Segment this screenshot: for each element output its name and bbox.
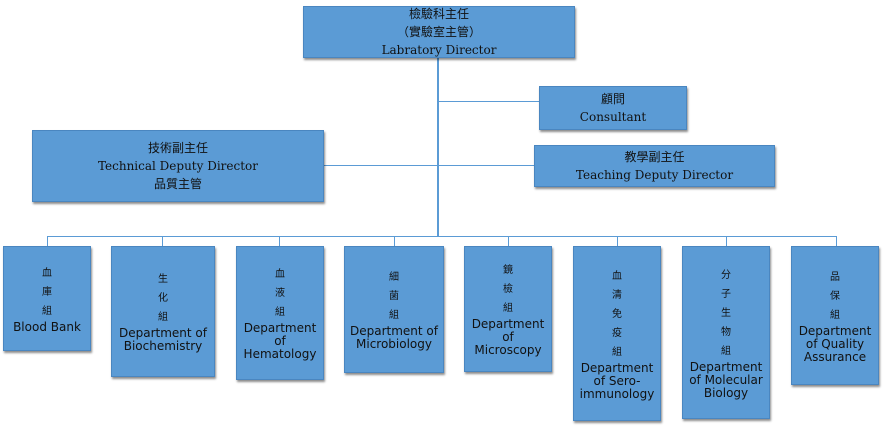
dept-en-line: Microscopy: [474, 343, 542, 357]
dept-connector-4: [394, 236, 395, 246]
director-title-zh: 檢驗科主任: [408, 7, 469, 21]
dept-zh-line: 組: [389, 310, 399, 321]
dept-zh-line: 組: [275, 307, 285, 318]
dept-zh-line: 血: [612, 270, 622, 282]
dept-zh-line: 血: [275, 269, 285, 280]
dept-zh-line: 免: [612, 308, 622, 320]
dept-en-line: of Sero-: [593, 373, 641, 388]
dept-en-line: of Quality: [805, 336, 865, 351]
director-subtitle-zh: （實驗室主管）: [396, 25, 481, 39]
dept-en-line: Department of: [350, 324, 438, 338]
director-title-en: Labratory Director: [381, 43, 497, 57]
dept-connector-3: [279, 236, 280, 246]
dept-box-microscopy: 鏡 檢 組 Department of Microscopy: [464, 246, 552, 372]
dept-zh-line: 生: [721, 307, 731, 319]
dept-zh-line: 細: [389, 272, 399, 283]
dept-zh-line: 組: [612, 346, 622, 358]
dept-zh-line: 組: [158, 312, 168, 323]
dept-box-blood-bank: 血 庫 組 Blood Bank: [3, 246, 91, 351]
technical-deputy-subtitle-zh: 品質主管: [153, 177, 202, 191]
consultant-title-zh: 顧問: [600, 92, 625, 106]
dept-zh-line: 液: [275, 288, 285, 299]
technical-deputy-connector: [324, 165, 438, 166]
dept-en-line: Department: [471, 317, 545, 331]
dept-en-line: of: [502, 330, 514, 344]
dept-zh-line: 疫: [612, 327, 622, 339]
dept-en-line: Department: [243, 321, 317, 335]
dept-zh-line: 生: [158, 274, 168, 285]
dept-zh-line: 保: [830, 290, 840, 302]
dept-en-line: Hematology: [243, 347, 317, 361]
director-box: 檢驗科主任 （實驗室主管） Labratory Director: [303, 6, 575, 58]
dept-zh-line: 分: [721, 269, 731, 281]
dept-zh-line: 組: [830, 309, 840, 321]
dept-box-molecular-biology: 分 子 生 物 組 Department of Molecular Biolog…: [682, 246, 770, 419]
dept-connector-8: [836, 236, 837, 246]
dept-en-line: Department: [580, 360, 654, 375]
dept-zh-line: 庫: [42, 286, 52, 298]
technical-deputy-title-en: Technical Deputy Director: [97, 159, 259, 173]
dept-zh-line: 菌: [389, 291, 399, 302]
dept-zh-line: 品: [830, 271, 840, 283]
dept-box-hematology: 血 液 組 Department of Hematology: [236, 246, 324, 380]
dept-zh-line: 組: [503, 303, 513, 314]
dept-en-line: Department of: [119, 326, 207, 340]
dept-en-line: of: [274, 334, 286, 348]
dept-connector-1: [47, 236, 48, 246]
consultant-connector: [438, 101, 539, 102]
dept-connector-5: [508, 236, 509, 246]
technical-deputy-title-zh: 技術副主任: [147, 141, 208, 155]
dept-en-line: Microbiology: [356, 337, 432, 351]
dept-en-line: Department: [798, 323, 872, 338]
dept-zh-line: 血: [42, 267, 52, 279]
consultant-title-en: Consultant: [579, 110, 647, 124]
dept-box-biochemistry: 生 化 組 Department of Biochemistry: [111, 246, 215, 377]
dept-connector-2: [162, 236, 163, 246]
teaching-deputy-box: 教學副主任 Teaching Deputy Director: [534, 145, 775, 187]
dept-connector-6: [617, 236, 618, 246]
dept-box-quality-assurance: 品 保 組 Department of Quality Assurance: [791, 246, 879, 385]
dept-connector-7: [726, 236, 727, 246]
dept-zh-line: 組: [42, 305, 52, 317]
technical-deputy-box: 技術副主任 Technical Deputy Director 品質主管: [32, 130, 324, 202]
dept-box-seroimmunology: 血 清 免 疫 組 Department of Sero- immunology: [573, 246, 661, 421]
dept-en-line: Blood Bank: [13, 319, 81, 334]
dept-zh-line: 鏡: [503, 265, 513, 276]
dept-en-line: immunology: [579, 386, 655, 401]
dept-zh-line: 檢: [503, 284, 513, 295]
teaching-deputy-title-en: Teaching Deputy Director: [575, 168, 734, 182]
dept-zh-line: 物: [721, 326, 731, 338]
dept-zh-line: 組: [721, 345, 731, 357]
department-bus-line: [47, 236, 837, 237]
dept-en-line: Department: [689, 359, 763, 374]
dept-en-line: of Molecular: [689, 372, 763, 387]
teaching-deputy-connector: [438, 165, 534, 166]
dept-zh-line: 化: [158, 293, 168, 304]
trunk-line: [437, 58, 439, 237]
dept-box-microbiology: 細 菌 組 Department of Microbiology: [344, 246, 444, 373]
teaching-deputy-title-zh: 教學副主任: [624, 150, 685, 164]
dept-zh-line: 清: [612, 289, 622, 301]
dept-en-line: Biology: [703, 385, 749, 400]
dept-en-line: Biochemistry: [123, 339, 203, 353]
dept-zh-line: 子: [721, 288, 731, 300]
consultant-box: 顧問 Consultant: [539, 86, 687, 130]
dept-en-line: Assurance: [803, 349, 867, 364]
